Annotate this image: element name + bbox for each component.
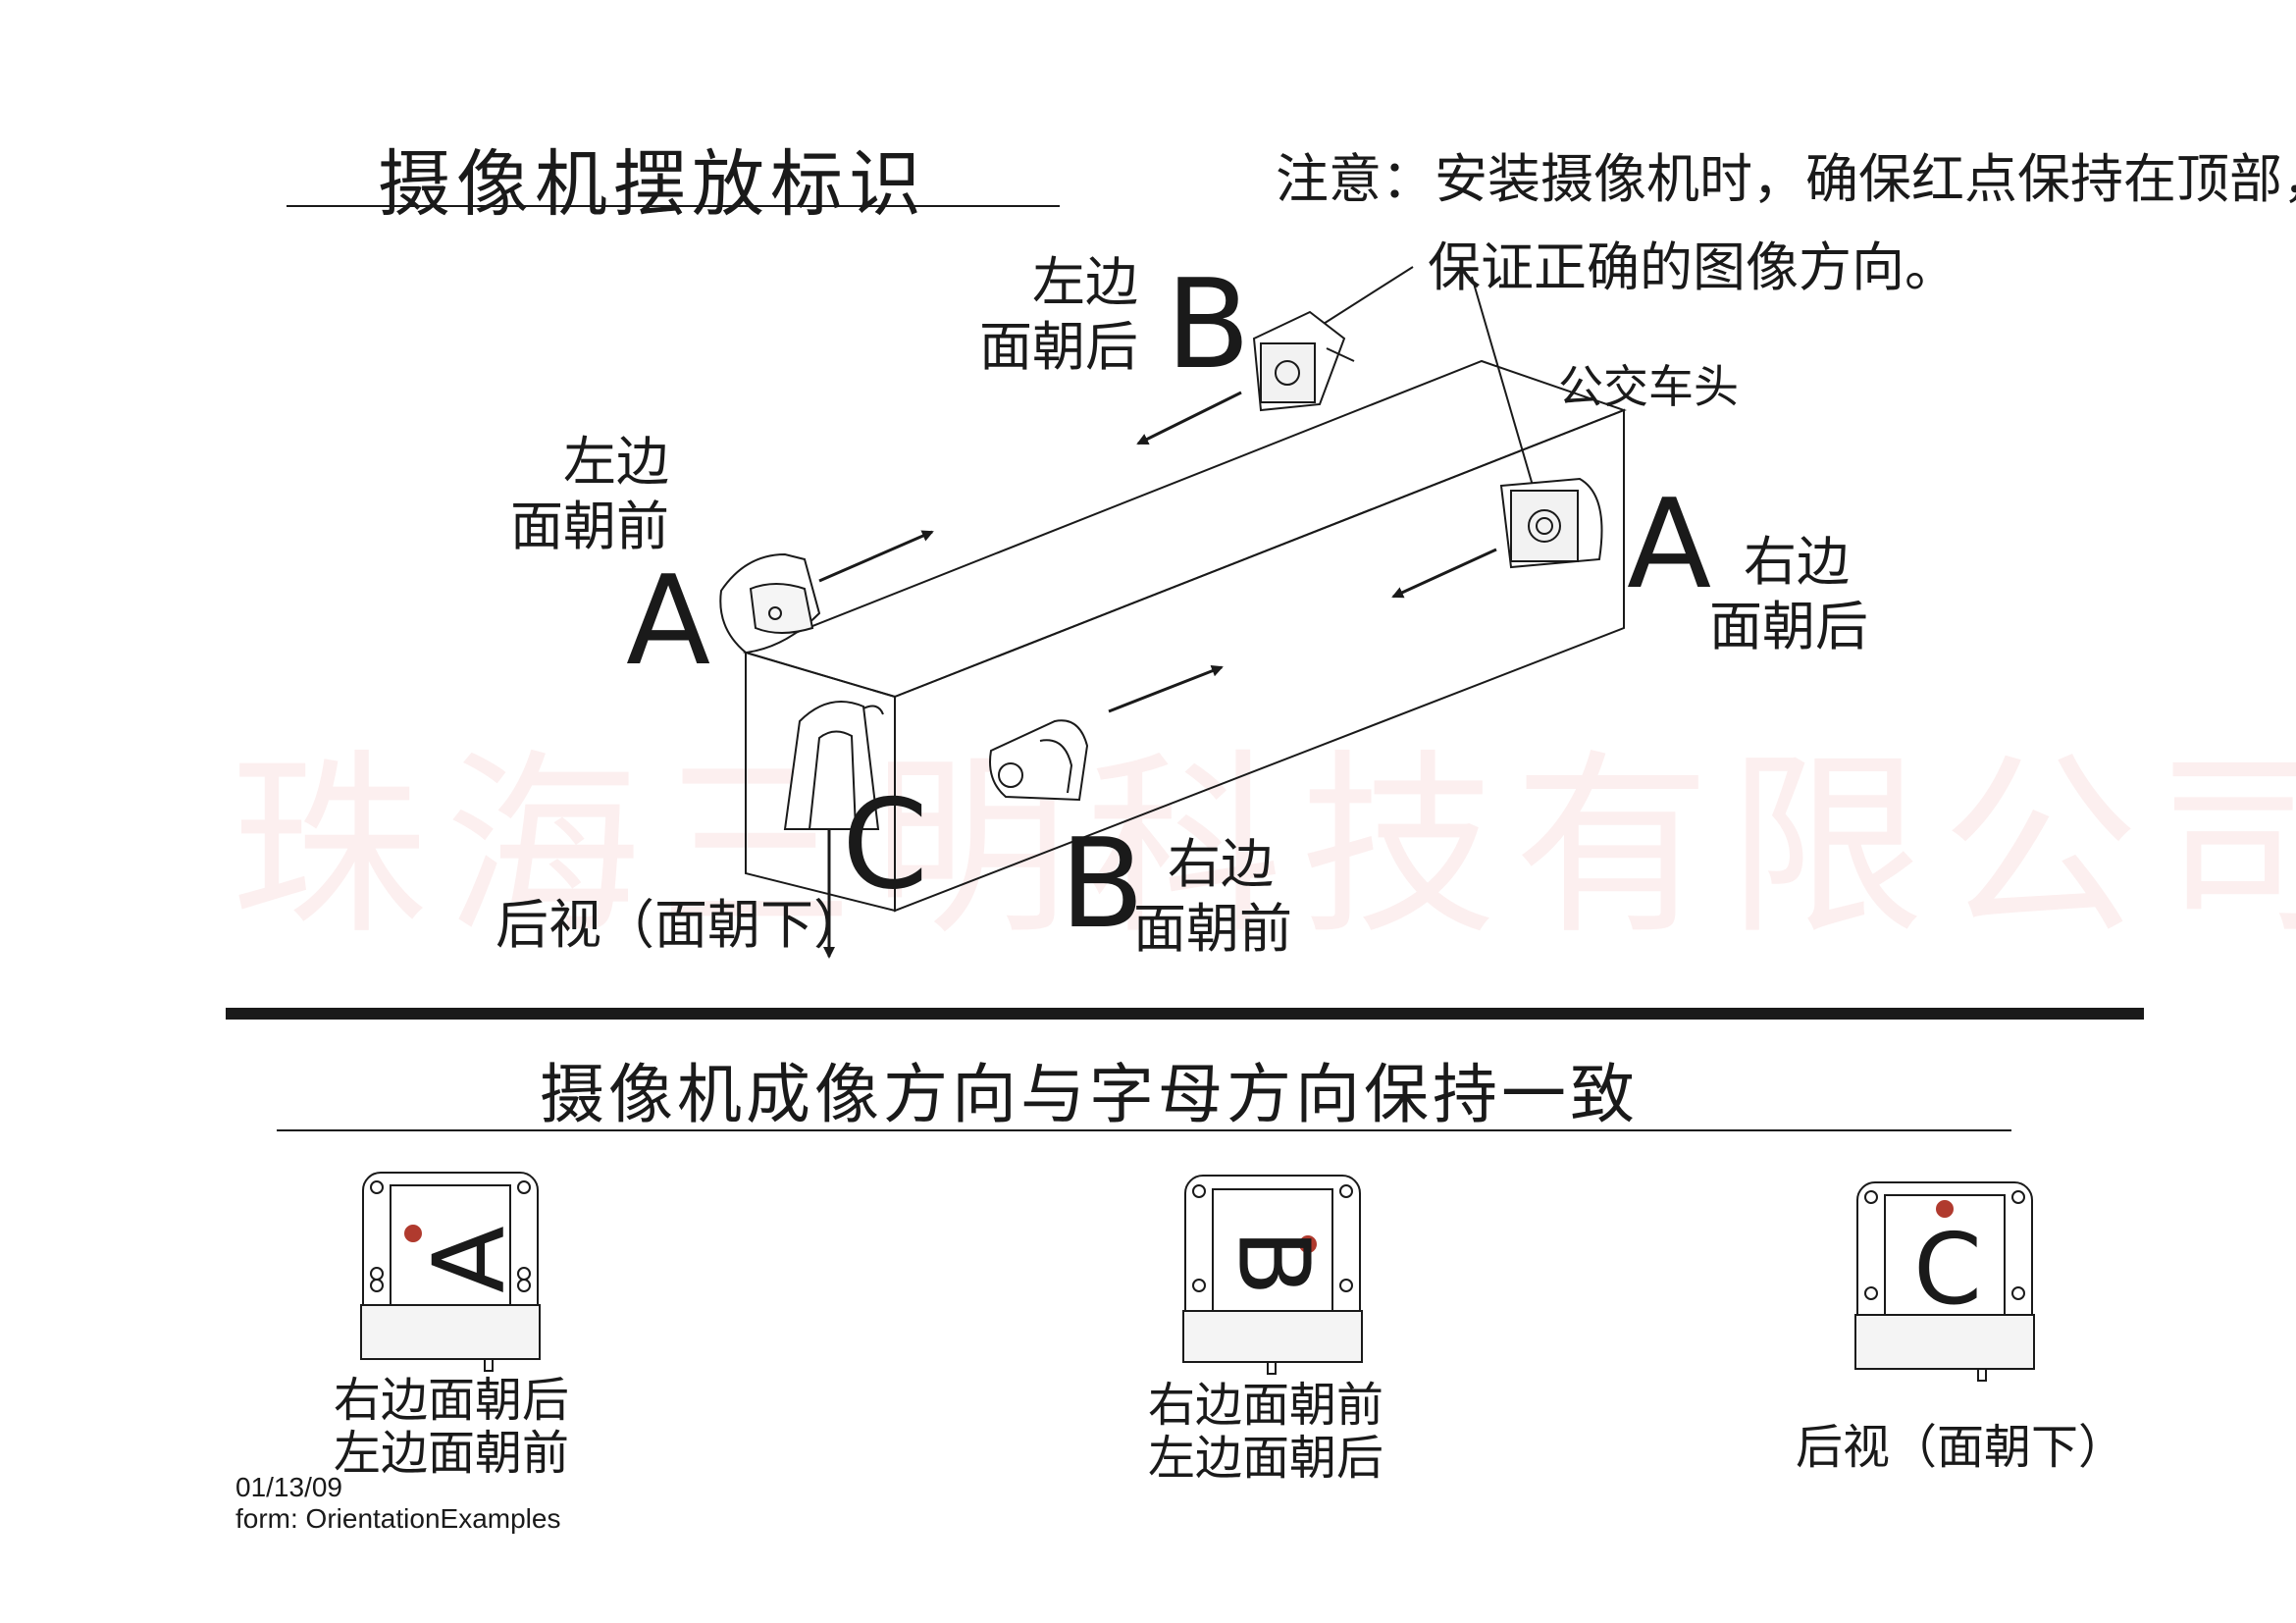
unit-b-caption: 右边面朝前 左边面朝后	[1109, 1379, 1423, 1485]
footer-date: 01/13/09	[235, 1472, 342, 1502]
camera-a-left-side: 左边	[563, 431, 669, 493]
notice-line-1: 注意：安装摄像机时，确保红点保持在顶部，	[1276, 148, 2296, 210]
unit-a-icon	[360, 1172, 541, 1372]
camera-b-top-label: 左边 面朝后	[971, 250, 1138, 380]
arrow-a-right	[1391, 548, 1497, 599]
camera-b-bottom-letter: B	[1060, 812, 1145, 956]
camera-b-top-icon	[1252, 310, 1355, 412]
camera-a-left-letter: A	[626, 549, 711, 693]
unit-c-caption: 后视（面朝下）	[1796, 1420, 2126, 1475]
unit-b-caption-line-2: 左边面朝后	[1147, 1431, 1383, 1486]
footer-form: form: OrientationExamples	[235, 1503, 561, 1534]
camera-b-top-side: 左边	[1032, 251, 1138, 313]
camera-b-bottom-label: 右边 面朝前	[1133, 832, 1292, 962]
camera-b-top-facing: 面朝后	[979, 316, 1138, 378]
bus-box	[742, 359, 1627, 913]
unit-b-caption-line-1: 右边面朝前	[1147, 1378, 1383, 1433]
unit-b-letter: B	[1216, 1229, 1331, 1296]
camera-c-rear-icon	[783, 701, 884, 830]
bus-front-label: 公交车头	[1558, 360, 1739, 413]
install-notice: 注意：安装摄像机时，确保红点保持在顶部， 保证正确的图像方向。	[1276, 135, 2296, 312]
camera-a-right-label: 右边 面朝后	[1709, 530, 1868, 659]
notice-line-2: 保证正确的图像方向。	[1428, 236, 1957, 298]
unit-a-caption-line-1: 右边面朝后	[333, 1373, 569, 1428]
notice-pointer-a	[1471, 276, 1539, 497]
unit-c-caption-line-1: 后视（面朝下）	[1796, 1420, 2126, 1475]
camera-b-bottom-side: 右边	[1168, 833, 1274, 895]
camera-b-bottom-icon	[989, 719, 1089, 802]
section-title: 摄像机成像方向与字母方向保持一致	[540, 1057, 1639, 1132]
camera-a-left-icon	[719, 552, 821, 654]
camera-c-rear-letter: C	[842, 772, 928, 916]
camera-a-right-letter: A	[1627, 472, 1712, 616]
unit-b-icon	[1182, 1175, 1363, 1375]
camera-b-top-letter: B	[1166, 252, 1251, 396]
camera-a-right-side: 右边	[1744, 531, 1850, 593]
camera-c-rear-label: 后视（面朝下）	[496, 894, 866, 956]
arrow-b-bottom	[1108, 665, 1224, 713]
camera-a-right-facing: 面朝后	[1709, 596, 1868, 657]
camera-b-bottom-facing: 面朝前	[1133, 898, 1292, 960]
unit-c-letter: C	[1913, 1212, 1982, 1327]
unit-a-letter: A	[411, 1226, 527, 1293]
unit-a-caption: 右边面朝后 左边面朝前	[294, 1374, 608, 1480]
unit-c-icon	[1854, 1181, 2035, 1382]
arrow-a-left	[818, 530, 934, 583]
unit-a-caption-line-2: 左边面朝前	[333, 1426, 569, 1481]
arrow-b-top	[1136, 391, 1242, 445]
camera-a-left-facing: 面朝前	[510, 496, 669, 557]
section-divider	[226, 1008, 2144, 1020]
watermark-text: 珠海三明科技有限公司	[231, 733, 2296, 962]
camera-a-left-label: 左边 面朝前	[502, 430, 669, 559]
camera-a-right-icon	[1499, 477, 1603, 569]
page-title: 摄像机摆放标识	[378, 142, 927, 227]
